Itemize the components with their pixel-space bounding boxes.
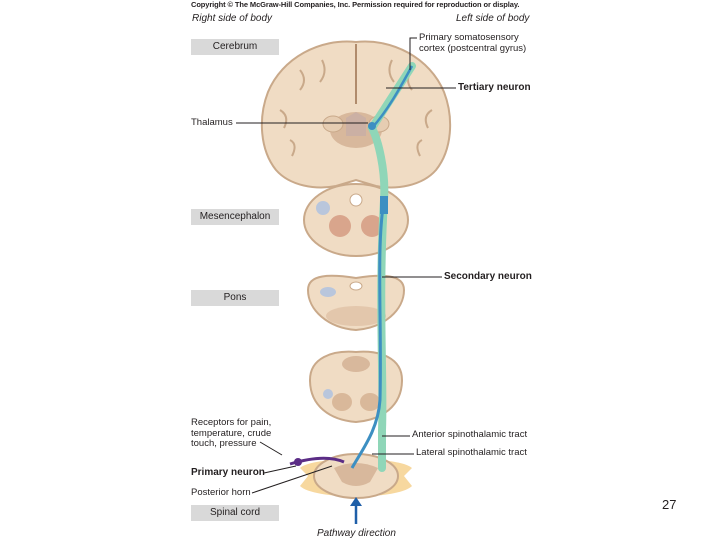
pathway-direction-label: Pathway direction [317, 528, 396, 539]
region-label-cerebrum: Cerebrum [191, 39, 279, 55]
cortex-label-line2: cortex (postcentral gyrus) [419, 42, 527, 54]
region-label-mesencephalon: Mesencephalon [191, 209, 279, 225]
anterior-spinothalamic-tract-label: Anterior spinothalamic tract [412, 429, 528, 440]
receptors-label: Receptors for pain, temperature, crude t… [191, 417, 272, 450]
medulla-section [308, 350, 404, 424]
thalamus-label: Thalamus [191, 117, 233, 128]
cortex-label-line1: Primary somatosensory [419, 32, 519, 43]
tertiary-neuron-label: Tertiary neuron [458, 82, 531, 93]
receptors-label-line1: Receptors for pain, [191, 417, 272, 428]
page-number: 27 [662, 497, 677, 512]
copyright-notice: Copyright © The McGraw-Hill Companies, I… [191, 0, 520, 9]
leader-lines [236, 37, 456, 494]
secondary-neuron-label: Secondary neuron [444, 271, 532, 282]
receptors-label-line3: touch, pressure [191, 438, 257, 449]
pons-section [306, 274, 406, 332]
primary-neuron-label: Primary neuron [191, 467, 265, 478]
posterior-horn-label: Posterior horn [191, 487, 251, 498]
lateral-spinothalamic-tract-label: Lateral spinothalamic tract [416, 447, 527, 458]
right-side-label: Right side of body [192, 13, 273, 24]
mesencephalon-section [303, 183, 409, 257]
receptors-label-line2: temperature, crude [191, 427, 272, 439]
region-label-pons: Pons [191, 290, 279, 306]
cortex-label: Primary somatosensory cortex (postcentra… [419, 32, 527, 54]
pathway-direction-arrow [350, 497, 362, 524]
cerebrum-section [260, 40, 452, 189]
left-side-label: Left side of body [456, 13, 530, 24]
neuron-pathway [289, 62, 416, 472]
region-label-spinal-cord: Spinal cord [191, 505, 279, 521]
